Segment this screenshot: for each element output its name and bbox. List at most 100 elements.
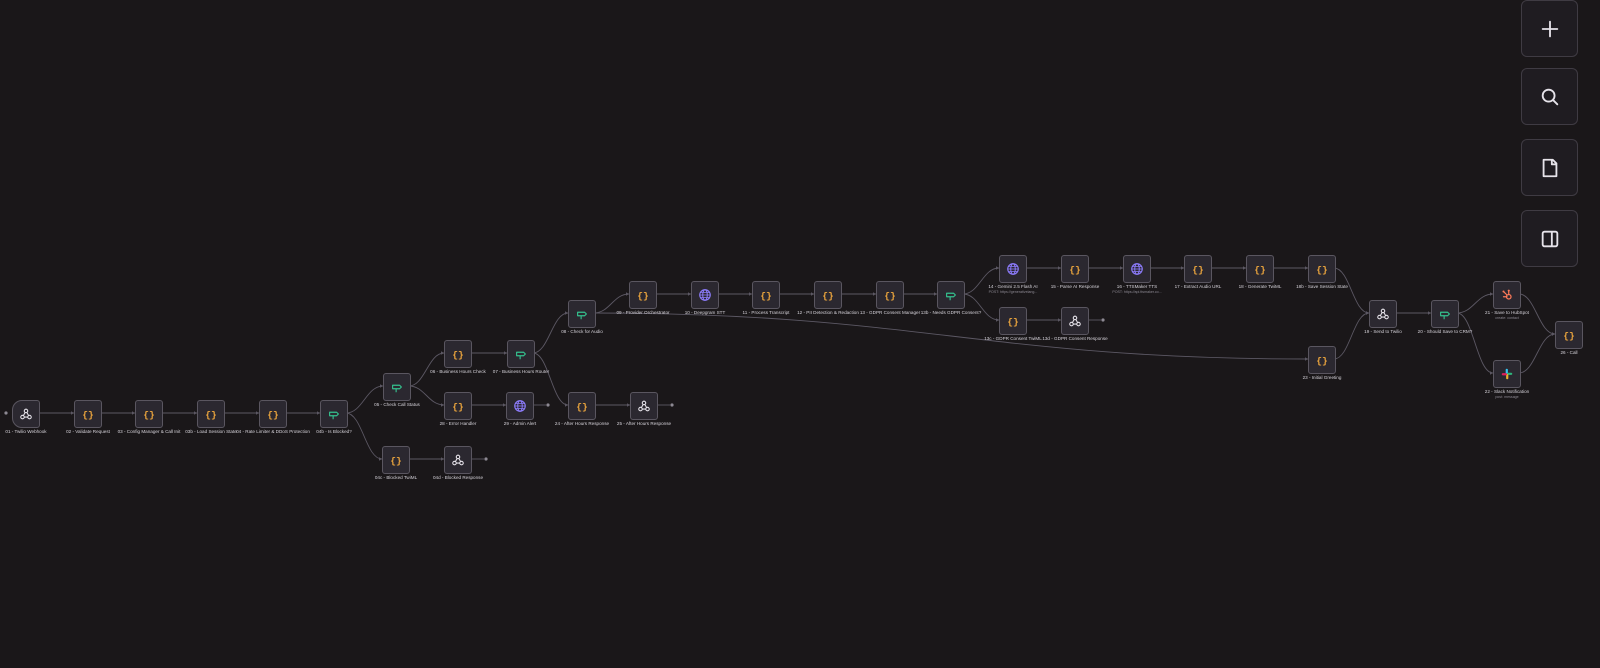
node-04d[interactable]: 04d - Blocked Response (433, 446, 483, 480)
node-13d[interactable]: 13d - GDPR Consent Response (1042, 307, 1108, 341)
node-box[interactable]: {} (382, 446, 410, 474)
node-box[interactable]: {} (629, 281, 657, 309)
node-18b[interactable]: {}18b - Save Session State (1296, 255, 1348, 289)
node-box[interactable] (1493, 281, 1521, 309)
output-port[interactable] (670, 403, 674, 407)
webhook-icon (1067, 313, 1083, 329)
node-box[interactable]: {} (1184, 255, 1212, 283)
node-box[interactable]: {} (444, 340, 472, 368)
node-box[interactable]: {} (568, 392, 596, 420)
node-08[interactable]: 08 - Check for Audio (561, 300, 603, 334)
node-02[interactable]: {}02 - Validate Request (66, 400, 110, 434)
output-port[interactable] (546, 403, 550, 407)
node-box[interactable]: {} (1308, 346, 1336, 374)
node-box[interactable] (1369, 300, 1397, 328)
node-24[interactable]: {}24 - After Hours Response (555, 392, 609, 426)
node-box[interactable] (1493, 360, 1521, 388)
sticky-note-button[interactable] (1521, 139, 1578, 196)
node-box[interactable]: {} (814, 281, 842, 309)
node-label: 13 - GDPR Consent Manager (836, 310, 944, 315)
node-label: 23 - Initial Greeting (1268, 375, 1376, 380)
node-12[interactable]: {}12 - PII Detection & Redaction (797, 281, 859, 315)
node-box[interactable]: {} (752, 281, 780, 309)
node-box[interactable]: {} (1246, 255, 1274, 283)
node-box[interactable] (383, 373, 411, 401)
search-button[interactable] (1521, 68, 1578, 125)
node-box[interactable] (12, 400, 40, 428)
node-23[interactable]: {}23 - Initial Greeting (1303, 346, 1341, 380)
node-title: 29 - Admin Alert (503, 421, 537, 426)
node-09[interactable]: {}09 - Provider Orchestrator (616, 281, 670, 315)
node-13[interactable]: {}13 - GDPR Consent Manager (860, 281, 920, 315)
node-box[interactable] (999, 255, 1027, 283)
node-box[interactable]: {} (999, 307, 1027, 335)
output-port[interactable] (1101, 318, 1105, 322)
node-15[interactable]: {}15 - Parse AI Response (1051, 255, 1099, 289)
svg-text:{}: {} (143, 410, 155, 421)
node-19[interactable]: 19 - Send to Twilio (1364, 300, 1402, 334)
node-box[interactable]: {} (444, 392, 472, 420)
node-box[interactable]: {} (197, 400, 225, 428)
node-subtitle: post: message (1495, 395, 1519, 400)
code-icon: {} (141, 406, 157, 422)
node-box[interactable]: {} (74, 400, 102, 428)
node-06[interactable]: {}06 - Business Hours Check (430, 340, 486, 374)
node-label: 03b - Load Session State (157, 429, 265, 434)
node-box[interactable] (1061, 307, 1089, 335)
node-13b[interactable]: 13b - Needs GDPR Consent? (921, 281, 981, 315)
node-04b[interactable]: 04b - Is Blocked? (316, 400, 352, 434)
node-box[interactable]: {} (259, 400, 287, 428)
svg-text:{}: {} (267, 410, 279, 421)
node-11[interactable]: {}11 - Process Transcript (743, 281, 789, 315)
svg-text:{}: {} (637, 291, 649, 302)
node-26[interactable]: {}26 - Call (1555, 321, 1583, 355)
node-01[interactable]: 01 - Twilio Webhook (5, 400, 47, 434)
node-13c[interactable]: {}13c - GDPR Consent TwiML (984, 307, 1042, 341)
code-icon: {} (1314, 261, 1330, 277)
node-box[interactable] (568, 300, 596, 328)
node-box[interactable] (1431, 300, 1459, 328)
node-box[interactable] (444, 446, 472, 474)
node-box[interactable] (691, 281, 719, 309)
output-port[interactable] (484, 457, 488, 461)
node-box[interactable] (506, 392, 534, 420)
node-29[interactable]: 29 - Admin Alert (504, 392, 536, 426)
node-box[interactable]: {} (1061, 255, 1089, 283)
node-box[interactable] (937, 281, 965, 309)
node-03[interactable]: {}03 - Config Manager & Call Init (118, 400, 180, 434)
node-04[interactable]: {}04 - Rate Limiter & DDoS Protection (236, 400, 310, 434)
node-title: 24 - After Hours Response (554, 421, 610, 426)
node-label: 04c - Blocked TwiML (342, 475, 450, 480)
node-18[interactable]: {}18 - Generate TwiML (1239, 255, 1281, 289)
node-07[interactable]: 07 - Business Hours Router (493, 340, 549, 374)
node-title: 18 - Generate TwiML (1238, 284, 1282, 289)
node-17[interactable]: {}17 - Extract Audio URL (1175, 255, 1221, 289)
node-20[interactable]: 20 - Should Save to CRM? (1418, 300, 1472, 334)
node-title: 08 - Check for Audio (561, 329, 603, 334)
node-box[interactable]: {} (876, 281, 904, 309)
http-icon (512, 398, 528, 414)
node-box[interactable] (630, 392, 658, 420)
node-03b[interactable]: {}03b - Load Session State (185, 400, 237, 434)
node-box[interactable]: {} (1308, 255, 1336, 283)
panel-toggle-button[interactable] (1521, 210, 1578, 267)
node-box[interactable] (507, 340, 535, 368)
connection-20-22 (1456, 312, 1494, 374)
svg-text:{}: {} (452, 402, 464, 413)
node-10[interactable]: 10 - Deepgram STT (685, 281, 725, 315)
webhook-icon (450, 452, 466, 468)
node-box[interactable] (1123, 255, 1151, 283)
node-box[interactable] (320, 400, 348, 428)
node-box[interactable]: {} (1555, 321, 1583, 349)
zoom-in-button[interactable] (1521, 0, 1578, 57)
node-05[interactable]: 05 - Check Call Status (374, 373, 420, 407)
node-04c[interactable]: {}04c - Blocked TwiML (375, 446, 417, 480)
node-box[interactable]: {} (135, 400, 163, 428)
node-28[interactable]: {}28 - Error Handler (440, 392, 476, 426)
node-25[interactable]: 25 - After Hours Response (617, 392, 671, 426)
